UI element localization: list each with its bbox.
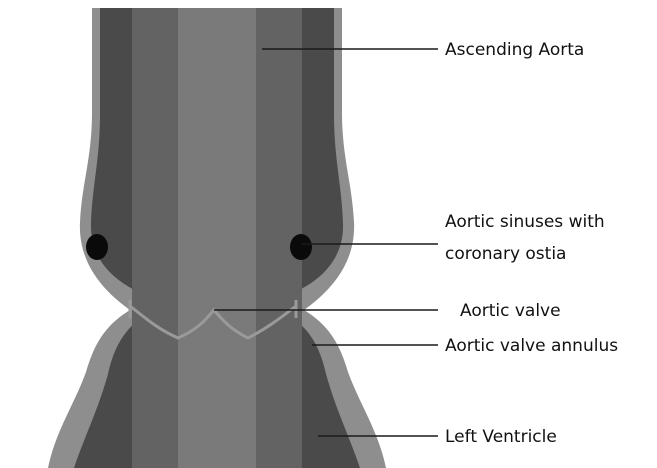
coronary-ostium-left (86, 234, 108, 260)
label-aortic-sinuses-line1: Aortic sinuses with (445, 212, 605, 232)
lumen-band-center (178, 8, 256, 468)
label-ascending-aorta: Ascending Aorta (445, 40, 584, 60)
label-aortic-valve: Aortic valve (460, 301, 561, 321)
lumen-band-left (132, 8, 178, 468)
label-aortic-valve-annulus: Aortic valve annulus (445, 336, 618, 356)
label-aortic-sinuses-line2: coronary ostia (445, 244, 566, 264)
coronary-ostium-right (290, 234, 312, 260)
label-left-ventricle: Left Ventricle (445, 427, 557, 447)
